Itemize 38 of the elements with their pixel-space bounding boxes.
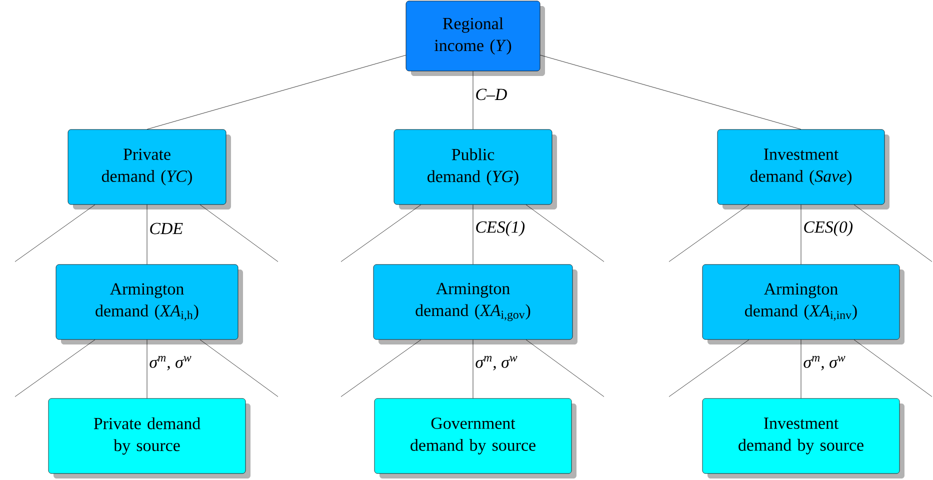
demand-box: Investment demand (Save): [717, 129, 890, 210]
armington-box: Armington demand (XA$_{i,inv}$): [702, 264, 904, 344]
line: [800, 204, 802, 264]
line: [340, 340, 422, 397]
source-box: Government demand by source: [374, 398, 576, 478]
line: [146, 340, 148, 398]
demand-box: Private demand (YC): [68, 129, 231, 210]
armington-box: Armington demand (XA$_{i,h}$): [56, 264, 243, 344]
line: [526, 340, 604, 397]
line: [854, 204, 932, 262]
line: [472, 204, 474, 264]
edge-label: σ$^{m}$, σ$^{w}$: [148, 354, 193, 372]
line: [472, 340, 474, 398]
edge-label: CDE: [148, 222, 184, 236]
line: [200, 204, 278, 262]
line: [14, 204, 96, 262]
line: [472, 71, 474, 130]
line: [540, 54, 802, 130]
line: [14, 340, 96, 397]
line: [800, 340, 802, 398]
line: [146, 55, 406, 130]
line: [526, 204, 604, 262]
edge-label: σ$^{m}$, σ$^{w}$: [474, 354, 519, 372]
edge-label: CES(0): [802, 220, 854, 238]
line: [200, 340, 278, 397]
source-box: Investment demand by source: [702, 398, 904, 478]
line: [340, 204, 422, 262]
line: [146, 204, 148, 264]
edge-label: σ$^{m}$, σ$^{w}$: [802, 354, 847, 372]
line: [854, 340, 932, 397]
income-box: Regional income (Y): [406, 0, 545, 76]
line: [668, 204, 750, 262]
edge-label: CES(1): [474, 220, 526, 238]
armington-box: Armington demand (XA$_{i,gov}$): [373, 264, 578, 344]
source-box: Private demand by source: [48, 398, 250, 478]
demand-box: Public demand (YG): [394, 129, 557, 210]
line: [668, 340, 750, 397]
edge-label: C–D: [474, 88, 508, 102]
